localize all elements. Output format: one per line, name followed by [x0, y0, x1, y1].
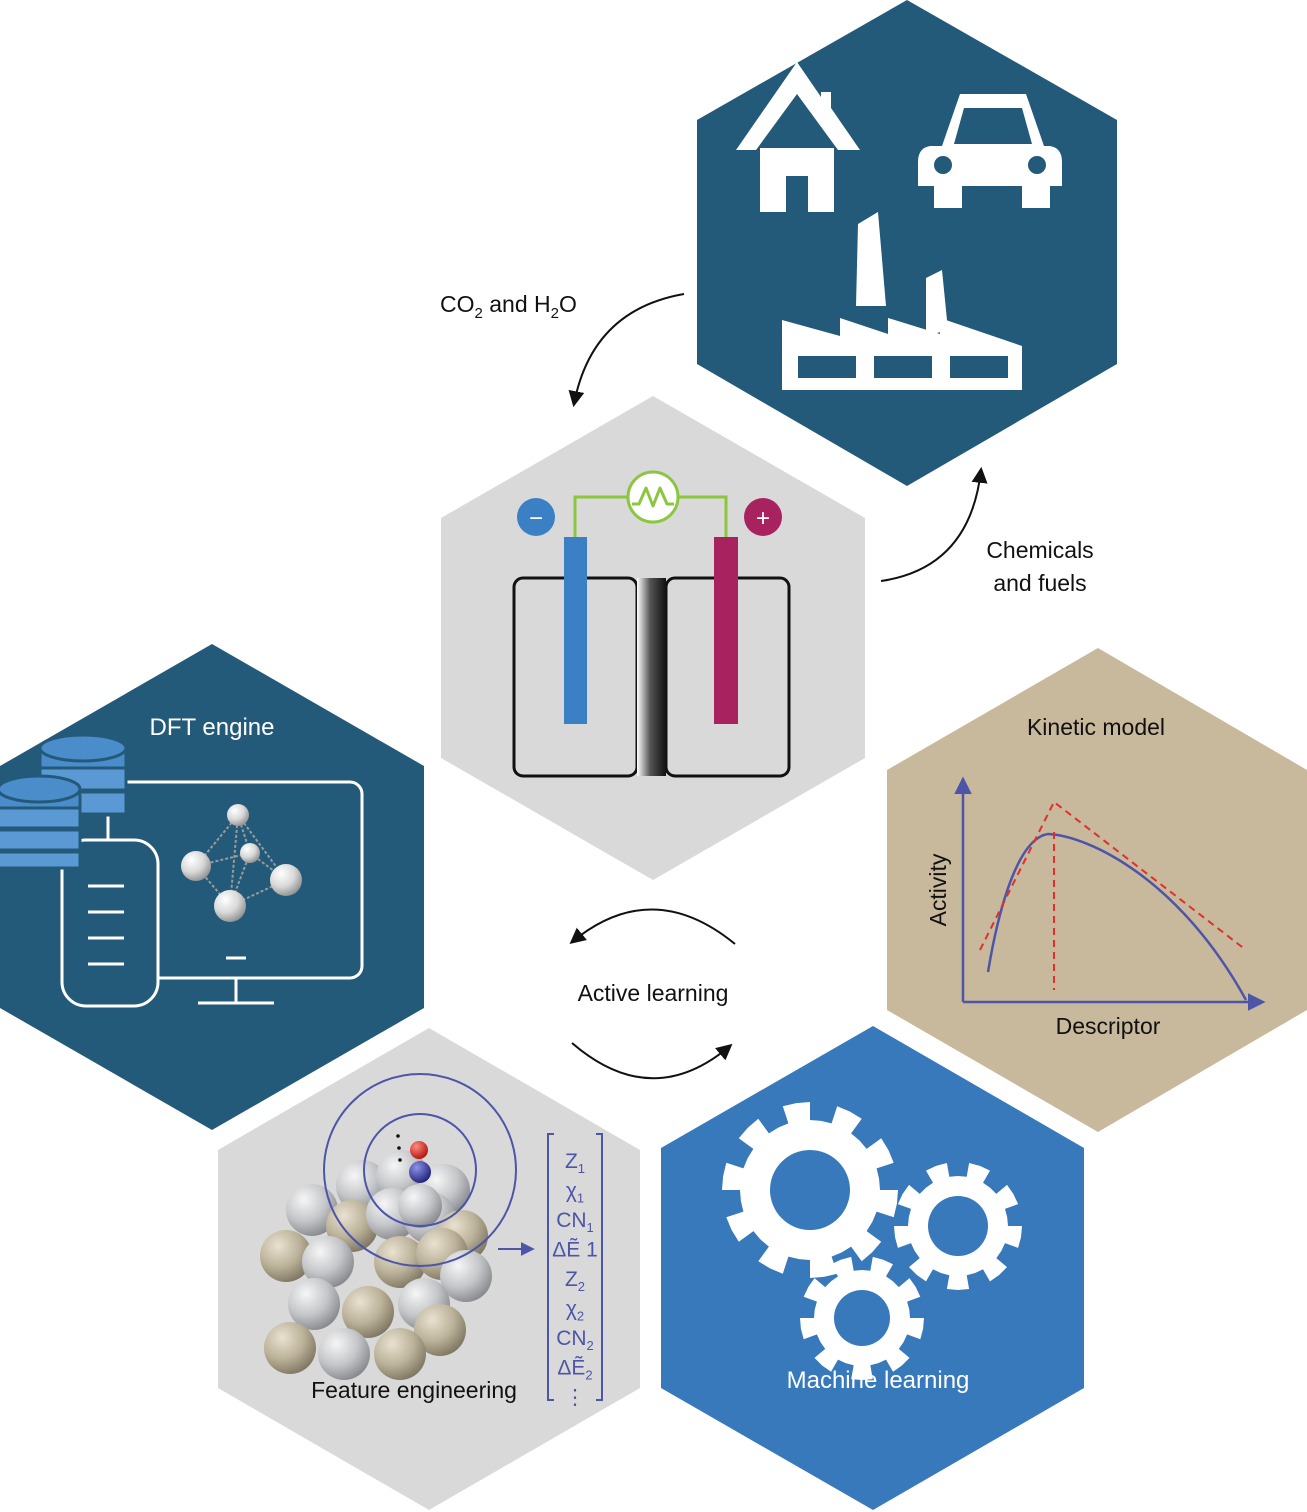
machine-learning-label: Machine learning: [787, 1367, 970, 1394]
svg-text:+: +: [756, 505, 770, 532]
feature-vector-entry: ΔẼ2: [557, 1356, 592, 1383]
feature-vector-entry: χ1: [566, 1180, 584, 1206]
feature-vector-entry: ΔẼ 1: [552, 1238, 598, 1262]
gear-hole: [770, 1150, 850, 1230]
feature-vector-entry: Z1: [565, 1150, 585, 1176]
feature-vector-brackets: [547, 1133, 603, 1401]
wire-left: [573, 495, 628, 540]
positive-terminal: +: [744, 498, 782, 536]
gear-hole: [834, 1290, 890, 1346]
activity-axis-label: Activity: [925, 853, 951, 926]
cathode-electrode: [564, 537, 587, 724]
kinetic-model-label: Kinetic model: [1027, 714, 1165, 740]
co2-inflow-arrow: [568, 293, 685, 408]
wire-right: [678, 495, 728, 540]
chemicals-label-line2: and fuels: [993, 570, 1086, 596]
active-learning-arrow-lower: [571, 1042, 733, 1080]
feature-engineering-label: Feature engineering: [311, 1377, 517, 1403]
svg-text:−: −: [529, 505, 543, 532]
negative-terminal: −: [517, 498, 555, 536]
resistor-icon: [626, 470, 680, 524]
server-rack-icon: [60, 838, 160, 1008]
database-icon: [0, 733, 128, 870]
machine-learning-hexagon: Machine learning: [661, 1026, 1084, 1510]
membrane: [637, 578, 666, 776]
co2-h2o-label: CO2 and H2O: [440, 291, 577, 322]
active-learning-arrow-upper: [569, 908, 736, 945]
molecule-icon: [181, 804, 302, 922]
house-icon: [736, 62, 860, 212]
dft-engine-label: DFT engine: [150, 714, 275, 741]
products-outflow-arrow: [880, 466, 988, 582]
feature-vector-entry: CN2: [556, 1327, 594, 1353]
feature-vector-entry: CN1: [556, 1209, 594, 1235]
car-icon: [918, 94, 1062, 208]
chemicals-label-line1: Chemicals: [986, 537, 1093, 563]
feature-vector-entry: χ2: [566, 1298, 584, 1324]
descriptor-axis-label: Descriptor: [1056, 1013, 1161, 1039]
feature-vector-entry: ⋮: [565, 1386, 586, 1409]
dft-engine-hexagon: DFT engine: [0, 644, 424, 1130]
neighbor-shells: [323, 1073, 517, 1267]
feature-vector-entry: Z2: [565, 1268, 585, 1294]
adsorbate-icon: [396, 1134, 431, 1183]
gears-icon: [722, 1102, 1022, 1380]
active-learning-label: Active learning: [578, 980, 729, 1006]
electrolyzer-hexagon: − +: [441, 396, 865, 880]
factory-icon: [782, 212, 1022, 390]
anode-electrode: [714, 537, 738, 724]
volcano-limits-dashed: [979, 800, 1247, 951]
gear-hole: [928, 1196, 988, 1256]
society-hexagon: [697, 0, 1117, 486]
slab-icon: [260, 1150, 492, 1380]
kinetic-model-hexagon: Kinetic model Activity Descriptor: [887, 648, 1307, 1132]
